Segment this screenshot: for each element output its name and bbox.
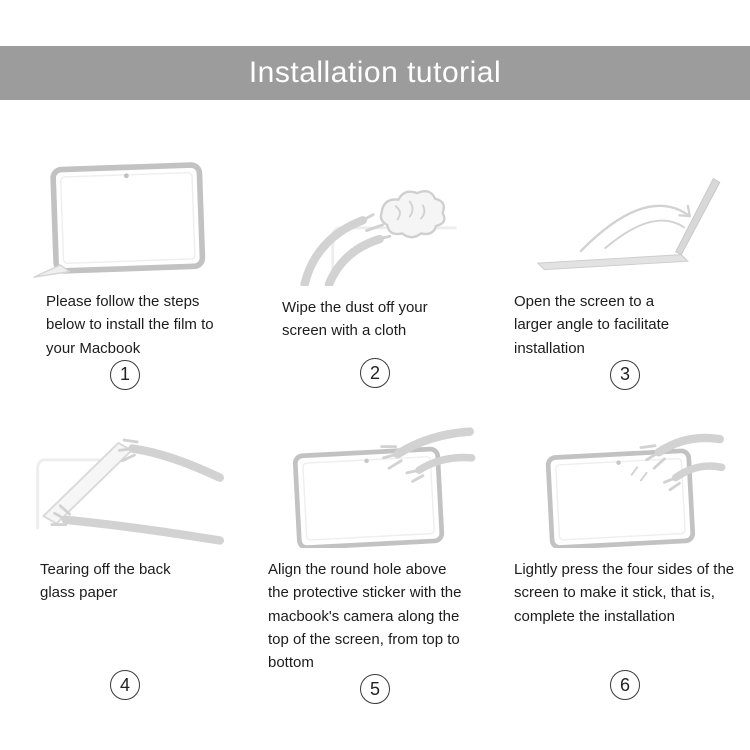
step-number-badge: 2 xyxy=(360,358,390,388)
step-number-row: 5 xyxy=(250,674,500,716)
step-number-badge: 3 xyxy=(610,359,640,390)
step-number-row: 6 xyxy=(500,670,750,712)
step-6: Lightly press the four sides of the scre… xyxy=(500,400,750,712)
press-edges-icon xyxy=(500,426,750,548)
step-caption: Lightly press the four sides of the scre… xyxy=(514,561,735,625)
step-5: Align the round hole above the protectiv… xyxy=(250,400,500,712)
step-1: Please follow the steps below to install… xyxy=(0,100,250,400)
step-number-row: 1 xyxy=(0,359,250,402)
page-title: Installation tutorial xyxy=(248,56,502,89)
step-number-row: 4 xyxy=(0,670,250,712)
open-laptop-icon xyxy=(500,158,750,280)
step-caption: Align the round hole above the protectiv… xyxy=(268,561,462,671)
step-caption: Please follow the steps below to install… xyxy=(46,293,214,357)
step-number-row: 2 xyxy=(250,358,500,400)
align-film-icon xyxy=(250,426,500,548)
wipe-cloth-icon xyxy=(250,158,500,286)
step-4: Tearing off the back glass paper 4 xyxy=(0,400,250,712)
tear-backing-icon xyxy=(0,426,250,548)
step-number-badge: 1 xyxy=(110,359,140,390)
steps-grid: Please follow the steps below to install… xyxy=(0,100,750,712)
step-caption: Tearing off the back glass paper xyxy=(40,561,171,602)
step-3: Open the screen to a larger angle to fac… xyxy=(500,100,750,400)
peel-film-icon xyxy=(0,158,250,280)
step-2: Wipe the dust off your screen with a clo… xyxy=(250,100,500,400)
step-caption: Open the screen to a larger angle to fac… xyxy=(514,293,670,357)
step-number-badge: 4 xyxy=(110,670,140,700)
step-number-badge: 6 xyxy=(610,670,640,700)
step-number-row: 3 xyxy=(500,359,750,402)
step-caption: Wipe the dust off your screen with a clo… xyxy=(282,299,428,340)
step-number-badge: 5 xyxy=(360,674,390,705)
tutorial-header: Installation tutorial xyxy=(0,46,750,100)
